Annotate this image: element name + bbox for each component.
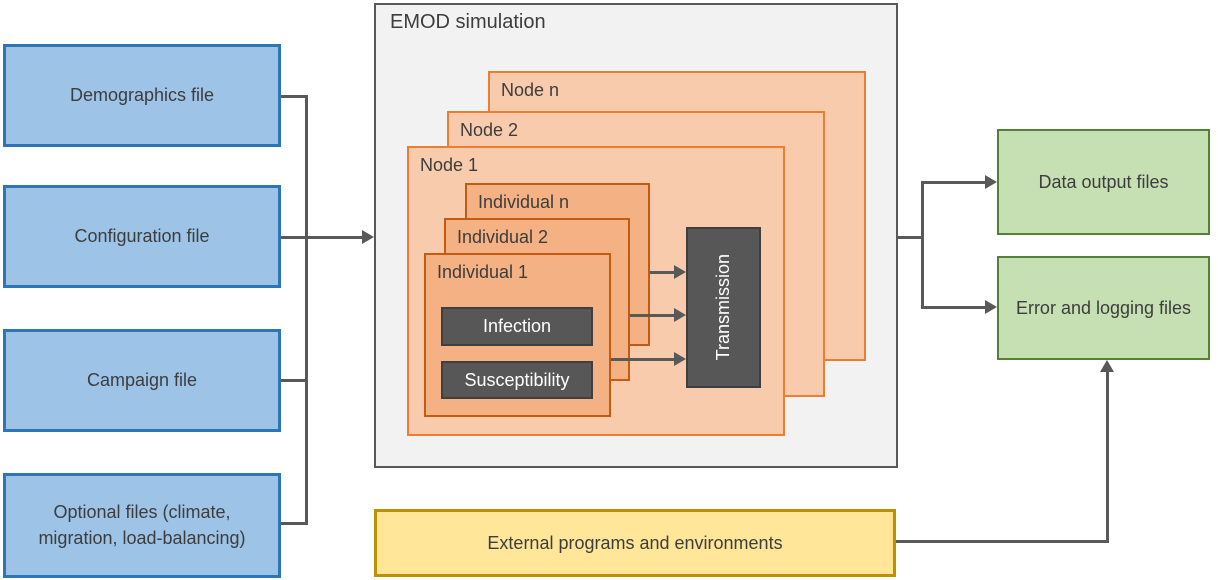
optional-files-box: Optional files (climate, migration, load… bbox=[3, 473, 281, 578]
optional-files-label: Optional files (climate, migration, load… bbox=[38, 502, 246, 548]
connector-campaign-stub bbox=[281, 378, 307, 382]
arrow-to-data-output-line bbox=[921, 180, 985, 184]
node-n-label: Node n bbox=[501, 80, 560, 100]
arrow-to-error-logging-head bbox=[985, 300, 997, 314]
connector-inputs-bus bbox=[305, 94, 308, 525]
demographics-file-box: Demographics file bbox=[3, 44, 281, 147]
connector-optional-stub bbox=[281, 521, 307, 525]
connector-demographics-stub bbox=[281, 94, 307, 98]
connector-outputs-bus bbox=[921, 180, 924, 309]
configuration-file-label: Configuration file bbox=[74, 225, 210, 246]
error-logging-files-label: Error and logging files bbox=[1015, 297, 1192, 318]
arrow-individual-n-to-transmission-head bbox=[674, 265, 686, 279]
arrow-individual-2-to-transmission-line bbox=[630, 313, 676, 317]
node-2-label: Node 2 bbox=[460, 120, 519, 140]
node-1-label: Node 1 bbox=[420, 155, 479, 175]
susceptibility-label: Susceptibility bbox=[464, 369, 570, 390]
infection-label: Infection bbox=[482, 316, 552, 336]
infection-box: Infection bbox=[441, 307, 593, 346]
transmission-box: Transmission bbox=[686, 227, 761, 388]
external-programs-label: External programs and environments bbox=[487, 532, 783, 553]
configuration-file-box: Configuration file bbox=[3, 185, 281, 288]
arrow-individual-2-to-transmission-head bbox=[674, 308, 686, 322]
individual-n-label: Individual n bbox=[478, 192, 570, 212]
data-output-files-label: Data output files bbox=[1038, 171, 1169, 192]
arrow-to-error-logging-line bbox=[921, 305, 985, 309]
connector-external-horizontal bbox=[896, 539, 1109, 543]
individual-1-label: Individual 1 bbox=[437, 262, 529, 282]
arrow-inputs-to-simulation-head bbox=[362, 230, 374, 244]
external-programs-box: External programs and environments bbox=[374, 509, 896, 577]
campaign-file-label: Campaign file bbox=[86, 369, 198, 390]
demographics-file-label: Demographics file bbox=[69, 84, 215, 105]
arrow-external-to-error-head bbox=[1100, 360, 1114, 372]
transmission-label: Transmission bbox=[713, 254, 733, 361]
individual-2-label: Individual 2 bbox=[457, 227, 549, 247]
arrow-individual-1-to-transmission-head bbox=[674, 352, 686, 366]
connector-external-vertical bbox=[1106, 372, 1109, 542]
arrow-to-data-output-head bbox=[985, 175, 997, 189]
arrow-individual-n-to-transmission-line bbox=[650, 270, 676, 274]
campaign-file-box: Campaign file bbox=[3, 329, 281, 432]
connector-configuration-stub bbox=[281, 235, 307, 239]
error-logging-files-box: Error and logging files bbox=[997, 256, 1210, 360]
connector-simulation-output-stub bbox=[898, 235, 924, 239]
arrow-individual-1-to-transmission-line bbox=[611, 357, 676, 361]
emod-simulation-title: EMOD simulation bbox=[390, 11, 546, 33]
arrow-inputs-to-simulation-line bbox=[305, 235, 362, 239]
susceptibility-box: Susceptibility bbox=[441, 361, 593, 399]
data-output-files-box: Data output files bbox=[997, 129, 1210, 235]
